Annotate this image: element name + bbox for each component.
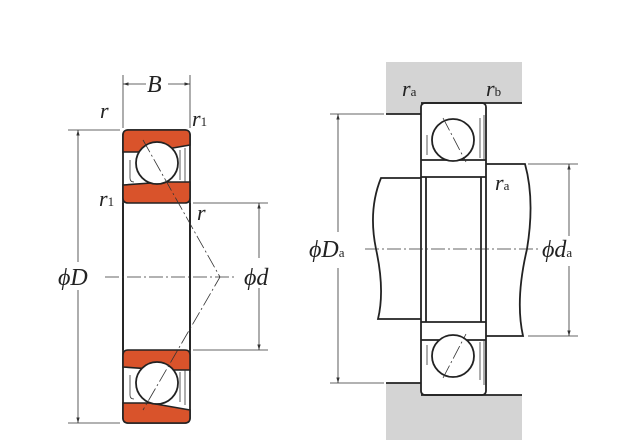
inner-ring-bottom — [122, 349, 191, 371]
label-phi-D: ϕD — [58, 265, 88, 291]
label-rb-top: rb — [486, 76, 501, 101]
ball-bottom — [135, 361, 179, 405]
label-phi-da: ϕda — [542, 237, 572, 263]
cage-top — [129, 148, 186, 183]
ball-top — [135, 141, 179, 185]
label-ra-top: ra — [402, 76, 417, 101]
label-phi-Da: ϕDa — [309, 237, 345, 263]
mounted-ball-top — [431, 118, 475, 162]
label-phi-d: ϕd — [244, 265, 269, 291]
label-r-top: r — [100, 98, 109, 123]
label-r-mid: r — [197, 200, 206, 225]
label-B: B — [147, 72, 162, 98]
label-r1-mid: r1 — [99, 186, 114, 211]
cage-bottom — [129, 370, 186, 405]
label-r1-top: r1 — [192, 106, 207, 131]
mounted-ball-bottom — [431, 334, 475, 378]
shaft-left — [372, 177, 421, 320]
housing-bottom — [386, 383, 522, 440]
housing-top — [386, 62, 522, 114]
right-mounting-section: ra rb ra ϕDa ϕda — [309, 62, 578, 440]
label-ra-shaft: ra — [495, 170, 510, 195]
outer-ring-bottom — [122, 402, 191, 424]
left-bearing-section: B r r1 r1 r ϕD ϕd — [58, 72, 269, 424]
inner-ring-top — [122, 181, 191, 204]
